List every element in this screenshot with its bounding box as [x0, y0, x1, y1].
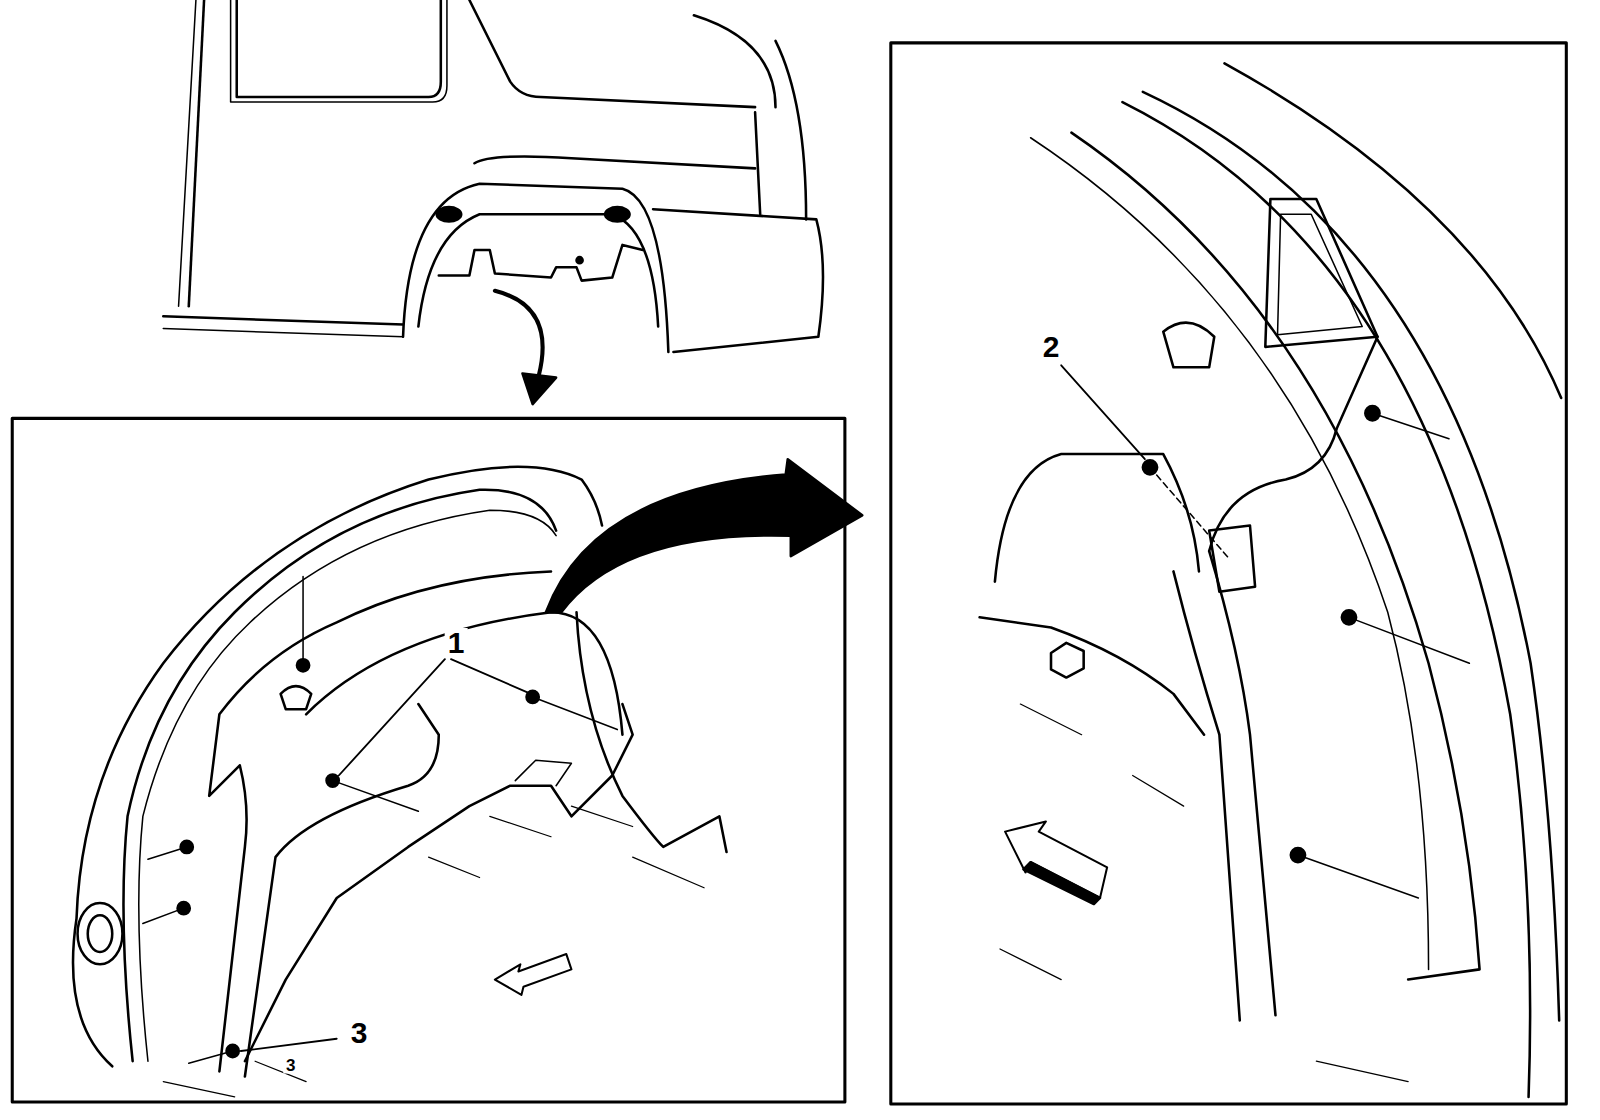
vehicle-side-view-part	[179, 0, 196, 306]
vehicle-side-view-part	[163, 329, 403, 337]
liner-detail-view-part	[1150, 467, 1230, 559]
wheelhouse-liner-view-part	[245, 704, 633, 1061]
liner-detail-view-part	[1163, 323, 1214, 368]
liner-detail-view-part	[980, 617, 1204, 734]
vehicle-side-view-part	[522, 373, 556, 404]
liner-detail-view-part	[1209, 551, 1275, 1015]
vehicle-side-view-part	[605, 207, 629, 221]
liner-detail-view-part	[1173, 571, 1239, 1020]
wheelhouse-liner-view-part	[73, 467, 602, 1066]
liner-detail-view-part	[1278, 214, 1363, 334]
wheelhouse-liner-view-part	[163, 806, 704, 1097]
liner-detail-view-part	[1000, 704, 1408, 1082]
liner-detail-view-part	[1071, 133, 1479, 980]
vehicle-side-view-part	[163, 316, 403, 324]
wheelhouse-liner-view-part	[546, 459, 862, 612]
wheelhouse-liner-view-part	[281, 686, 312, 709]
wheelhouse-liner-view-part	[577, 612, 727, 852]
vehicle-side-view-part	[776, 41, 807, 220]
vehicle-side-view-part	[755, 112, 760, 214]
callout-number: 2	[1040, 332, 1063, 362]
wheelhouse-liner-view-part	[143, 577, 617, 1064]
liner-detail-view-part	[1023, 862, 1100, 904]
liner-detail-view-part	[1061, 365, 1145, 459]
callout-number: 3	[283, 1057, 298, 1074]
wheelhouse-liner-view-part	[495, 954, 572, 995]
vehicle-side-view-part	[474, 156, 755, 168]
liner-detail-view-part	[1209, 526, 1255, 592]
vehicle-side-view-part	[653, 209, 823, 352]
vehicle-side-view-part	[418, 214, 658, 326]
callout-number: 3	[348, 1018, 371, 1048]
vehicle-side-view-part	[189, 0, 204, 306]
vehicle-side-view-part	[469, 0, 755, 107]
liner-detail-view-part	[1051, 643, 1084, 678]
liner-detail-view-part	[1143, 92, 1559, 1021]
wheelhouse-liner-view-part	[88, 915, 112, 952]
vehicle-side-view-part	[437, 207, 461, 221]
wheelhouse-liner-view-part	[241, 1039, 337, 1051]
wheelhouse-liner-view	[12, 418, 862, 1102]
liner-detail-view-part	[1298, 413, 1469, 898]
liner-detail-view-part	[995, 454, 1199, 582]
liner-detail-view	[891, 43, 1567, 1104]
liner-detail-view-part	[1224, 63, 1561, 398]
vehicle-side-view-part	[495, 291, 543, 376]
vehicle-side-view-part	[439, 245, 643, 281]
liner-detail-view-part	[891, 43, 1567, 1104]
vehicle-side-view-part	[577, 257, 583, 263]
liner-detail-view-part	[1031, 138, 1429, 970]
wheelhouse-liner-view-part	[515, 760, 571, 786]
vehicle-side-view-part	[237, 0, 441, 97]
callout-number: 1	[445, 628, 468, 658]
wheelhouse-liner-view-part	[209, 571, 551, 1071]
vehicle-side-view-part	[694, 15, 776, 107]
wheelhouse-liner-view-part	[78, 903, 123, 964]
wheelhouse-liner-view-part	[306, 612, 622, 734]
liner-detail-view-part	[1209, 337, 1377, 551]
vehicle-side-view-part	[231, 0, 447, 102]
vehicle-side-view-part	[403, 184, 668, 352]
wheelhouse-liner-view-part	[339, 659, 529, 775]
liner-detail-view-part	[1265, 199, 1377, 347]
wheelhouse-liner-view-part	[245, 704, 439, 1076]
vehicle-side-view	[163, 0, 823, 404]
